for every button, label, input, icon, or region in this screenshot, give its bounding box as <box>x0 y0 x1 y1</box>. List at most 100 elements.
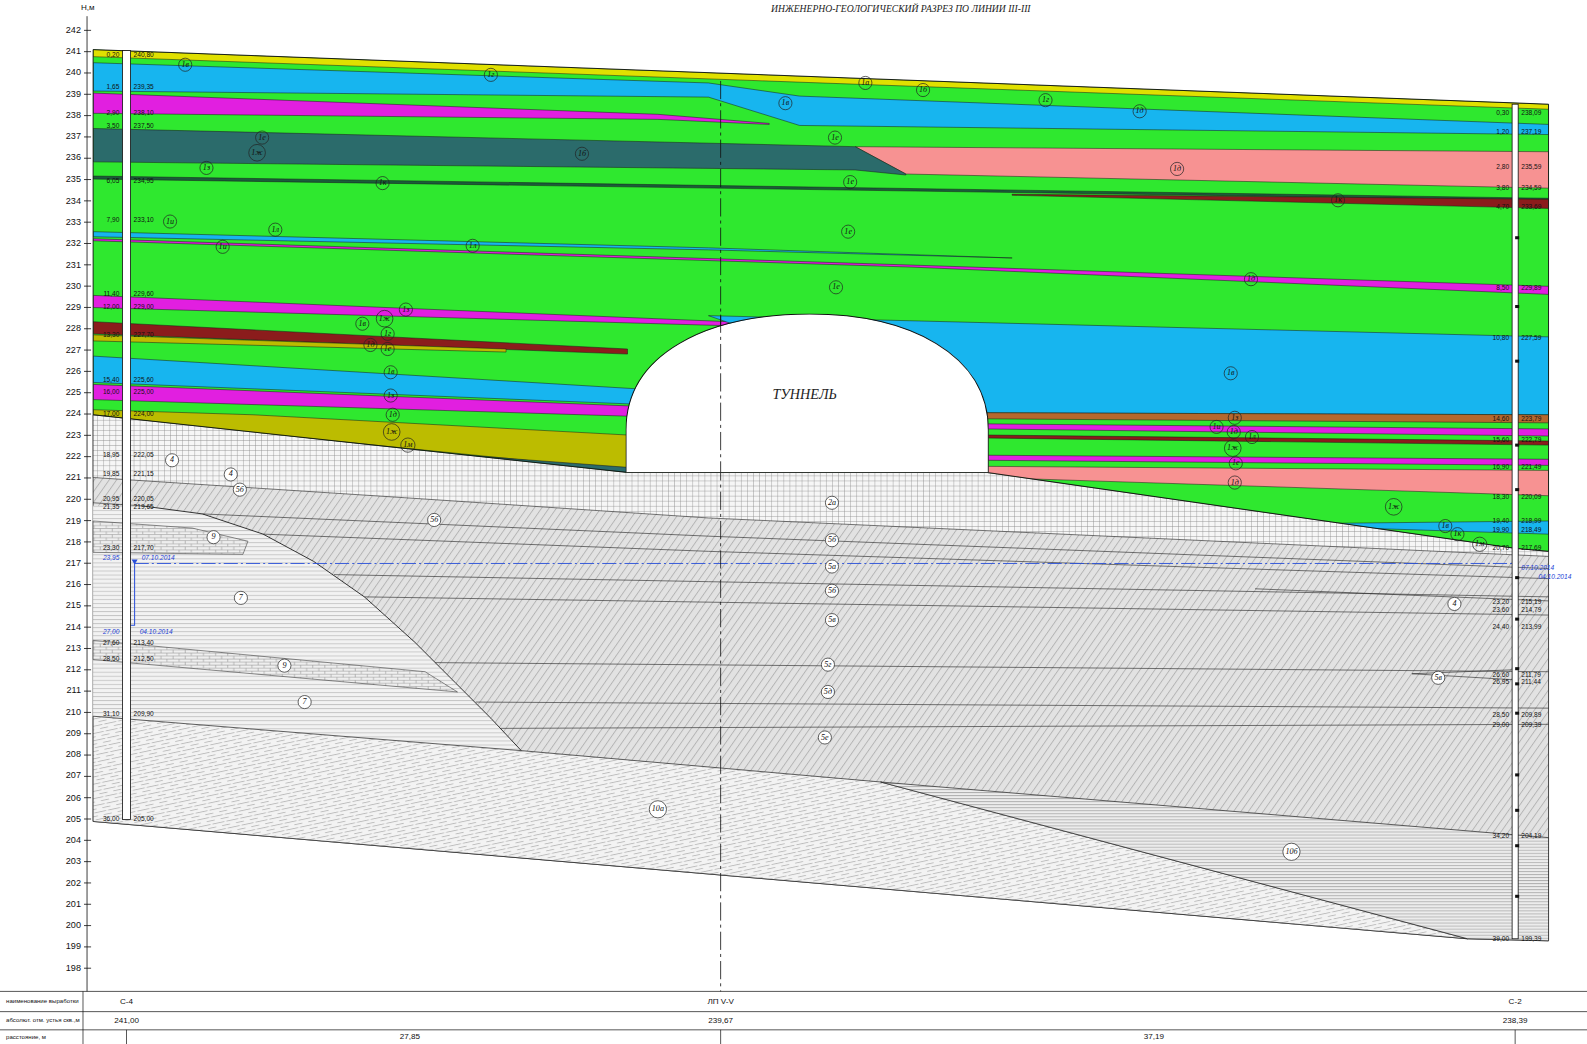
soil-band <box>93 63 1548 135</box>
callout-circle <box>356 317 369 330</box>
water-level-note: 23,95 <box>103 555 119 562</box>
elevation-value: 209,90 <box>134 711 154 718</box>
callout-circle <box>1039 94 1052 107</box>
callout-number: 1в <box>1442 522 1450 530</box>
axis-tick <box>84 435 91 436</box>
axis-tick <box>84 755 91 756</box>
callout-circle <box>466 239 479 252</box>
depth-value: 23,30 <box>103 545 119 552</box>
callout-circle <box>1244 273 1257 286</box>
soil-band <box>987 466 1549 495</box>
elevation-value: 237,50 <box>134 123 154 130</box>
elevation-axis <box>87 16 88 991</box>
callout-number: 1е <box>846 178 854 186</box>
depth-value: 15,60 <box>1493 437 1509 444</box>
callout-number: 1и <box>219 243 227 251</box>
depth-value: 14,60 <box>1493 416 1509 423</box>
depth-value: 16,90 <box>1493 464 1509 471</box>
water-level-note: 04.10.2014 <box>1538 574 1571 581</box>
depth-value: 17,00 <box>103 410 119 417</box>
elevation-value: 229,60 <box>134 291 154 298</box>
elevation-value: 235,59 <box>1521 164 1541 171</box>
callout-number: 4 <box>170 456 174 464</box>
axis-value: 236 <box>66 154 81 163</box>
depth-value: 20,95 <box>103 495 119 502</box>
table-cell: 241,00 <box>114 1017 139 1025</box>
table-header: наименование выработки <box>6 998 81 1005</box>
depth-value: 3,80 <box>1496 185 1509 192</box>
tunnel-outline: ТУННЕЛЬ <box>625 314 988 473</box>
depth-value: 1,65 <box>107 84 120 91</box>
callout-number: 1г <box>1042 96 1049 104</box>
callout-number: 2а <box>828 499 836 507</box>
callout-circle <box>1170 162 1183 175</box>
callout-number: 1к <box>1334 196 1342 204</box>
callout-number: 1е <box>832 283 840 291</box>
callout-circle <box>200 161 213 174</box>
callout-circle <box>216 240 229 253</box>
axis-tick <box>84 819 91 820</box>
callout-circle <box>825 496 838 509</box>
axis-value: 239 <box>66 90 81 99</box>
depth-value: 0,30 <box>1496 110 1509 117</box>
depth-value: 29,00 <box>1493 722 1509 729</box>
upper-soils <box>93 50 1548 535</box>
callout-number: 1б <box>919 86 927 94</box>
depth-value: 39,00 <box>1493 936 1509 943</box>
section-axis-line <box>720 81 721 991</box>
callout-circle <box>384 366 397 379</box>
callout-circle <box>825 534 838 547</box>
axis-value: 240 <box>66 68 81 77</box>
axis-tick <box>84 414 91 415</box>
layer-boundary <box>501 724 1549 728</box>
layer-boundary <box>93 50 1548 552</box>
sample-mark <box>1515 809 1519 812</box>
depth-value: 6,05 <box>107 178 120 185</box>
elevation-value: 239,35 <box>134 84 154 91</box>
elevation-value: 218,99 <box>1521 518 1541 525</box>
callout-number: 1д <box>1136 107 1144 115</box>
axis-value: 205 <box>66 814 81 823</box>
axis-tick <box>84 72 91 73</box>
sample-mark <box>1515 360 1519 363</box>
bedrock-layer <box>881 782 1549 941</box>
soil-band <box>304 443 628 472</box>
sample-mark <box>1515 444 1519 447</box>
elevation-value: 213,40 <box>134 640 154 647</box>
axis-tick <box>84 456 91 457</box>
table-cell: 37,19 <box>1144 1033 1164 1041</box>
elevation-value: 217,69 <box>1521 545 1541 552</box>
axis-value: 224 <box>66 409 81 418</box>
callout-number: 1з <box>203 164 210 172</box>
depth-value: 23,20 <box>1493 599 1509 606</box>
callout-circle <box>649 801 666 818</box>
callout-number: 1з <box>402 306 409 314</box>
callout-number: 1д <box>366 341 374 349</box>
sample-mark <box>1515 712 1519 715</box>
axis-tick <box>84 712 91 713</box>
soil-band <box>987 413 1549 423</box>
elevation-value: 233,69 <box>1521 204 1541 211</box>
callout-number: 9 <box>282 662 286 670</box>
callout-circle <box>163 215 176 228</box>
axis-value: 222 <box>66 452 81 461</box>
depth-value: 4,70 <box>1496 204 1509 211</box>
callout-number: 1д <box>1230 428 1238 436</box>
axis-value: 218 <box>66 537 81 546</box>
callout-circle <box>269 223 282 236</box>
axis-tick <box>84 584 91 585</box>
clay-layer <box>93 506 521 751</box>
callout-number: 1ж <box>379 315 391 323</box>
table-cell: С-4 <box>120 997 133 1005</box>
callout-number: 1в <box>387 368 395 376</box>
tunnel-contour <box>626 314 988 472</box>
callout-number: 1в <box>782 99 790 107</box>
axis-value: 232 <box>66 239 81 248</box>
depth-value: 19,90 <box>1493 527 1509 534</box>
axis-value: 208 <box>66 751 81 760</box>
elevation-value: 205,00 <box>134 816 154 823</box>
axis-value: 227 <box>66 346 81 355</box>
elevation-value: 229,89 <box>1521 285 1541 292</box>
callout-number: 4 <box>1452 600 1456 608</box>
water-level-line <box>135 563 1512 564</box>
